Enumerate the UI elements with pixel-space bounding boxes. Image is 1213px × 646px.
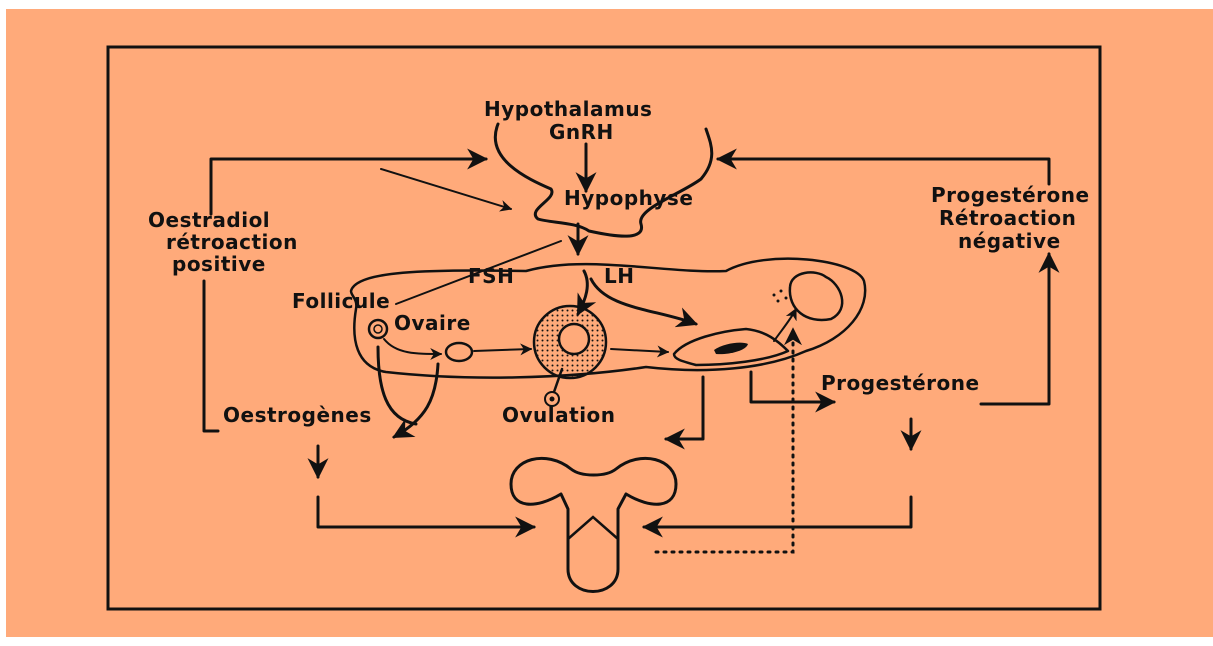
label-gnrh: GnRH [549, 121, 614, 143]
label-oestradiol-retroaction: rétroaction [166, 231, 298, 253]
label-oestradiol: Oestradiol [148, 209, 270, 231]
label-follicule: Follicule [292, 290, 390, 312]
mature-follicle-antrum-icon [559, 324, 589, 354]
label-hypophyse: Hypophyse [564, 187, 693, 209]
diagram-canvas: Hypothalamus GnRH Hypophyse Oestradiol r… [6, 9, 1213, 637]
oocyte-core-icon [550, 397, 555, 402]
label-oestrogenes: Oestrogènes [223, 404, 372, 426]
label-fsh: FSH [468, 265, 514, 287]
label-retroaction-feedback: Rétroaction [939, 207, 1076, 229]
label-ovulation: Ovulation [502, 404, 616, 426]
label-progesterone-feedback: Progestérone [931, 184, 1090, 206]
label-lh: LH [604, 265, 634, 287]
label-hypothalamus: Hypothalamus [484, 98, 652, 120]
label-ovaire: Ovaire [394, 312, 471, 334]
label-progesterone: Progestérone [821, 372, 980, 394]
label-oestradiol-positive: positive [172, 253, 266, 275]
label-negative-feedback: négative [958, 230, 1061, 252]
